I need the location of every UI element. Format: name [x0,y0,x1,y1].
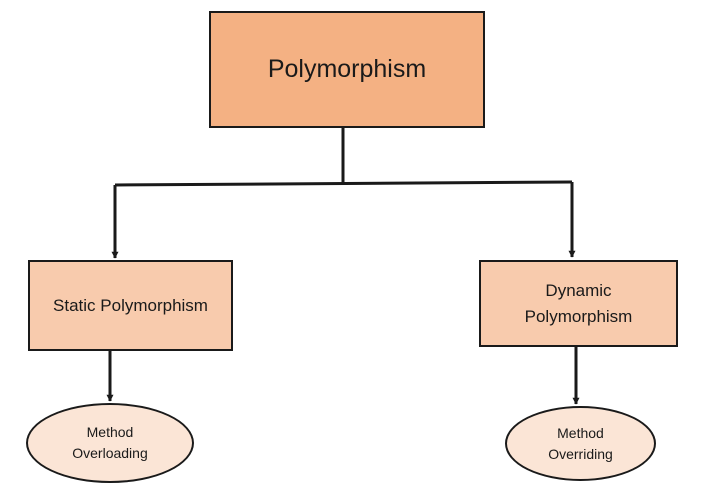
method-overriding-label-line1: Method [557,424,604,441]
static-polymorphism-label: Static Polymorphism [53,295,208,315]
dynamic-polymorphism-label-line2: Polymorphism [524,306,633,326]
method-overriding-label-line2: Overriding [548,445,613,462]
static-polymorphism-node: Static Polymorphism [28,260,233,351]
method-overloading-node: Method Overloading [26,403,194,483]
method-overriding-node: Method Overriding [505,406,656,481]
dynamic-polymorphism-label-line1: Dynamic [545,280,612,300]
method-overloading-label-line2: Overloading [72,445,148,461]
root-label: Polymorphism [267,55,427,83]
branch-horizontal-line [114,180,573,187]
dynamic-polymorphism-node: Dynamic Polymorphism [479,260,678,347]
method-overloading-label-line1: Method [86,424,134,440]
root-node: Polymorphism [209,11,485,128]
